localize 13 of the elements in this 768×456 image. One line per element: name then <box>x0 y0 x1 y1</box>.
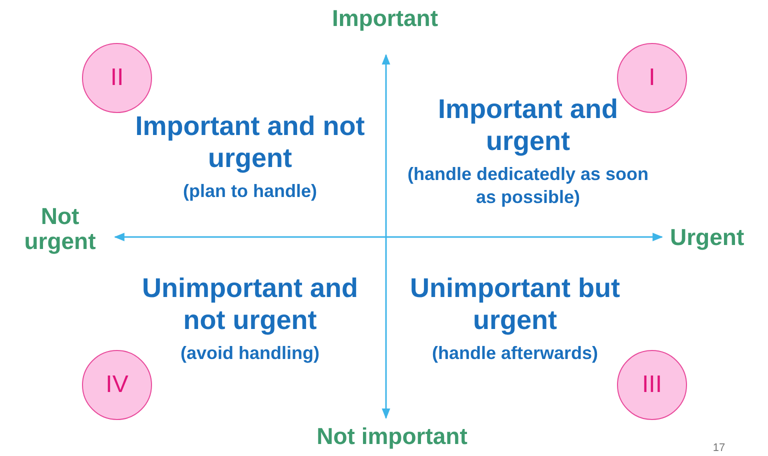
axis-label: Urgent <box>670 225 746 250</box>
quadrant-note: (plan to handle) <box>182 180 318 203</box>
axis-label: Not urgent <box>23 204 97 255</box>
quadrant-note: (handle afterwards) <box>430 342 600 365</box>
quadrant-note: (avoid handling) <box>180 342 320 365</box>
axis-label: Not important <box>316 424 468 450</box>
page-number: 17 <box>712 441 726 456</box>
quadrant-heading: Unimportant but urgent <box>409 272 621 337</box>
quadrant-heading: Important and not urgent <box>134 110 366 175</box>
axis-label: Important <box>330 6 440 32</box>
quadrant-heading: Unimportant and not urgent <box>141 272 359 337</box>
quadrant-heading: Important and urgent <box>437 93 619 158</box>
quadrant-note: (handle dedicatedly as soon as possible) <box>406 163 650 210</box>
